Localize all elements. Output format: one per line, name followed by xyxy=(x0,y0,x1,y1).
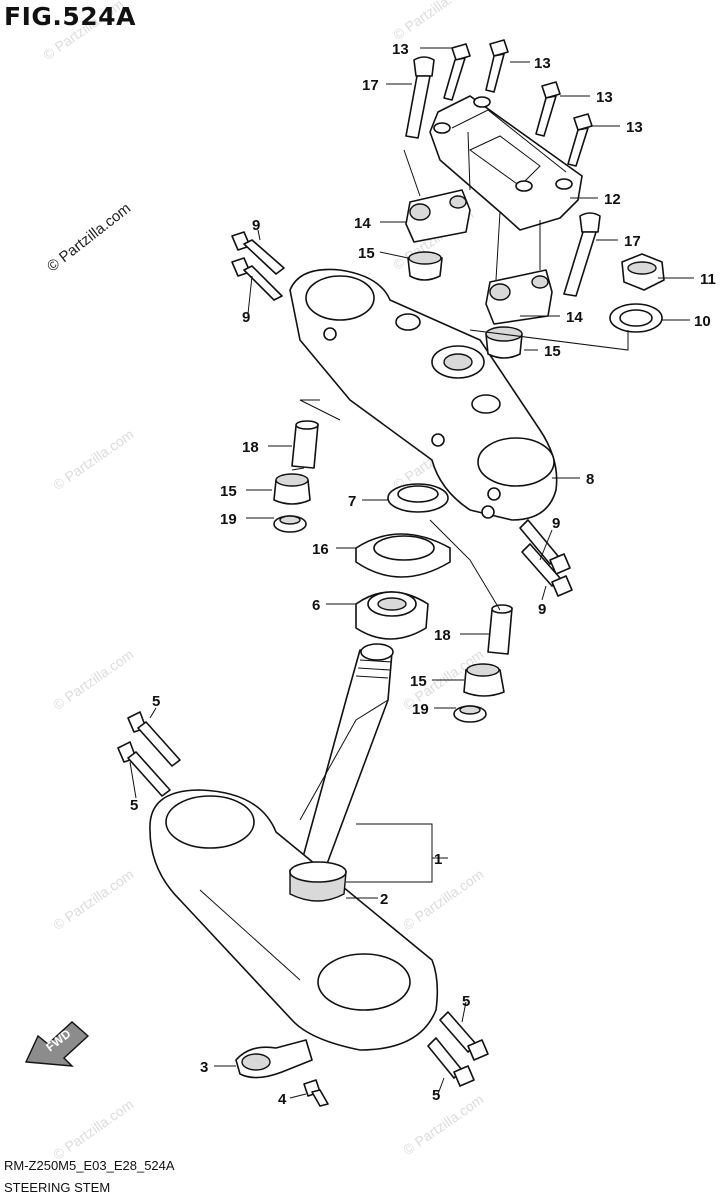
callout-13: 13 xyxy=(596,89,613,106)
bolt-5a xyxy=(127,711,181,767)
bolt-5d xyxy=(427,1037,475,1087)
cushion-15a xyxy=(407,251,443,281)
bolt-5b xyxy=(117,741,171,797)
callout-18: 18 xyxy=(434,627,451,644)
callout-17: 17 xyxy=(362,77,379,94)
callout-9: 9 xyxy=(538,601,546,618)
washer-19b xyxy=(453,705,487,723)
handlebar-upper-clamp xyxy=(429,95,583,231)
callout-14: 14 xyxy=(354,215,371,232)
callout-4: 4 xyxy=(278,1091,287,1108)
callout-16: 16 xyxy=(312,541,329,558)
callout-5: 5 xyxy=(152,693,160,710)
leader-lines xyxy=(129,47,694,1099)
bolt-13c xyxy=(535,81,561,137)
callout-5: 5 xyxy=(462,993,470,1010)
handlebar-lower-clamp-a xyxy=(405,189,471,243)
callout-8: 8 xyxy=(586,471,594,488)
washer xyxy=(609,303,663,333)
steering-nut xyxy=(621,253,665,291)
figure-title: FIG.524A xyxy=(4,2,136,31)
upper-bearing xyxy=(355,591,429,640)
callout-10: 10 xyxy=(694,313,711,330)
dust-seal xyxy=(355,533,451,578)
callout-17: 17 xyxy=(624,233,641,250)
steering-stem-lower-bracket xyxy=(149,643,439,1051)
bolt-9c xyxy=(519,519,571,575)
callout-18: 18 xyxy=(242,439,259,456)
callout-5: 5 xyxy=(432,1087,440,1104)
callout-15: 15 xyxy=(410,673,427,690)
callout-13: 13 xyxy=(534,55,551,72)
callout-9: 9 xyxy=(242,309,250,326)
callout-9: 9 xyxy=(252,217,260,234)
callout-13: 13 xyxy=(392,41,409,58)
bolt-13d xyxy=(567,113,593,167)
callout-14: 14 xyxy=(566,309,583,326)
callout-7: 7 xyxy=(348,493,356,510)
cushion-15d xyxy=(463,663,505,697)
callout-19: 19 xyxy=(412,701,429,718)
cushion-15b xyxy=(485,326,523,359)
callout-15: 15 xyxy=(220,483,237,500)
bolt-9b xyxy=(231,257,283,301)
figure-code: RM-Z250M5_E03_E28_524A xyxy=(4,1158,175,1173)
callout-19: 19 xyxy=(220,511,237,528)
callout-15: 15 xyxy=(544,343,561,360)
hose-clamp xyxy=(235,1039,313,1079)
bolt-17a xyxy=(405,56,435,139)
bolt-17b xyxy=(563,212,601,297)
callout-2: 2 xyxy=(380,891,388,908)
callout-9: 9 xyxy=(552,515,560,532)
bolt-9a xyxy=(231,231,285,275)
steering-stem-upper-bracket xyxy=(289,268,558,521)
forward-direction-arrow: FWD xyxy=(24,1021,90,1067)
callout-3: 3 xyxy=(200,1059,208,1076)
collar-18a xyxy=(291,420,319,469)
cushion-15c xyxy=(273,473,311,505)
bolt-9d xyxy=(521,543,573,597)
bolt-5c xyxy=(439,1011,489,1061)
bolt-13a xyxy=(443,43,471,101)
callout-1: 1 xyxy=(434,851,442,868)
callout-15: 15 xyxy=(358,245,375,262)
figure-name: STEERING STEM xyxy=(4,1180,111,1195)
callout-11: 11 xyxy=(700,271,716,288)
callout-6: 6 xyxy=(312,597,320,614)
clamp-bolt xyxy=(303,1079,329,1107)
callout-labels: 13 13 13 13 17 17 12 14 14 9 9 9 9 15 15… xyxy=(130,41,716,1108)
callout-12: 12 xyxy=(604,191,621,208)
bolt-13b xyxy=(485,39,509,93)
washer-19a xyxy=(273,515,307,533)
callout-5: 5 xyxy=(130,797,138,814)
steering-stem-nut xyxy=(387,483,449,513)
callout-13: 13 xyxy=(626,119,643,136)
collar-18b xyxy=(487,604,513,655)
